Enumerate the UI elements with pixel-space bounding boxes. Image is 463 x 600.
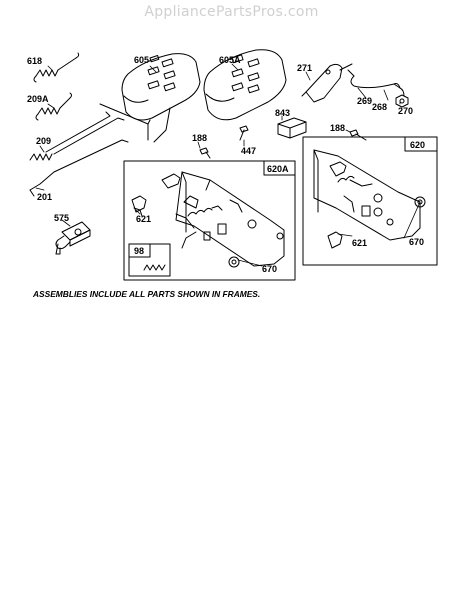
label-269: 269 (357, 96, 372, 106)
assembly-620 (313, 149, 426, 241)
watermark: AppliancePartsPros.com (144, 4, 319, 20)
cover-605 (121, 53, 201, 143)
leader-lines (35, 63, 421, 267)
screw-447 (239, 125, 249, 141)
part-621-right (327, 231, 343, 249)
label-575: 575 (54, 213, 69, 223)
label-188-right: 188 (330, 123, 345, 133)
spring-98 (143, 264, 166, 271)
label-620a: 620A (267, 164, 289, 174)
spring-209a (35, 92, 72, 121)
cable-269 (347, 69, 405, 97)
frame-620 (302, 136, 438, 266)
bracket-271 (301, 63, 353, 103)
bolt-188-right (349, 129, 367, 141)
frame-620a (123, 160, 296, 281)
label-447: 447 (241, 146, 256, 156)
link-209 (29, 111, 125, 161)
label-188-left: 188 (192, 133, 207, 143)
label-618: 618 (27, 56, 42, 66)
spring-618 (33, 52, 80, 83)
part-621-left (131, 195, 147, 217)
cover-605a (203, 49, 287, 121)
block-843 (277, 117, 307, 139)
label-201: 201 (37, 192, 52, 202)
label-271: 271 (297, 63, 312, 73)
label-270: 270 (398, 106, 413, 116)
label-670-left: 670 (262, 264, 277, 274)
rod (99, 103, 151, 141)
label-605: 605 (134, 55, 149, 65)
assemblies-note: ASSEMBLIES INCLUDE ALL PARTS SHOWN IN FR… (32, 289, 260, 299)
label-605a: 605A (219, 55, 241, 65)
label-209: 209 (36, 136, 51, 146)
label-268: 268 (372, 102, 387, 112)
nut-270 (395, 94, 409, 108)
label-670-right: 670 (409, 237, 424, 247)
label-98: 98 (134, 246, 144, 256)
assembly-620a (161, 171, 285, 268)
label-843: 843 (275, 108, 290, 118)
bolt-188-left (199, 147, 211, 159)
key-switch-575 (55, 221, 91, 255)
label-209a: 209A (27, 94, 49, 104)
link-201 (29, 139, 129, 197)
label-621-right: 621 (352, 238, 367, 248)
label-620: 620 (410, 140, 425, 150)
label-621-left: 621 (136, 214, 151, 224)
